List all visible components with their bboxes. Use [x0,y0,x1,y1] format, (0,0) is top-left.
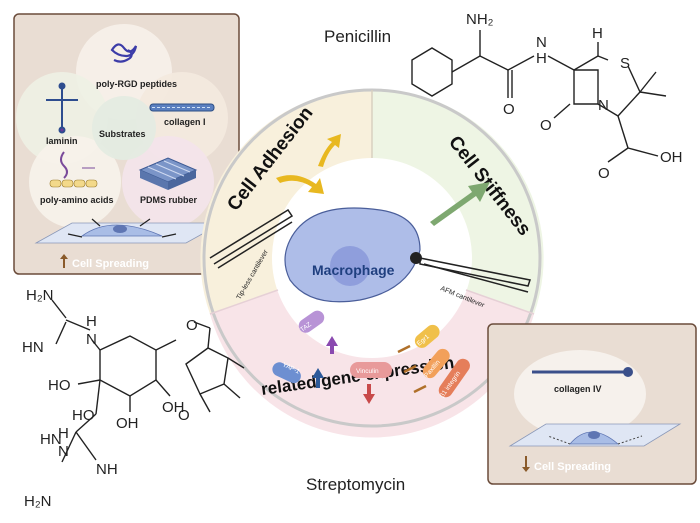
strep-hn-bottom: HN [40,431,62,448]
strep-nh: NH [96,461,118,478]
strep-o-ring: O [178,407,190,424]
substrates-label: Substrates [99,129,146,139]
penicillin-s: S [620,55,630,72]
penicillin-o-acid: O [598,165,610,182]
strep-h2n-bottom: H₂N [24,493,52,510]
penicillin-o-lactam: O [540,117,552,134]
macrophage-nucleus [330,246,370,286]
spreading-cell-icon [34,218,224,244]
laminin-icon [46,82,78,134]
strep-ho-2: HO [72,407,95,424]
cell-spreading-down-arrow-icon [522,456,530,472]
strep-h2n-top: H₂N [26,287,54,304]
cell-spreading-up-label: Cell Spreading [72,258,149,270]
strep-h-bottom: H [58,425,69,442]
collagen-iv-label: collagen IV [554,384,602,394]
strep-h-nh-top: H [86,313,97,330]
poly-amino-acids-label: poly-amino acids [40,195,114,205]
cell-spreading-down-label: Cell Spreading [534,461,611,473]
penicillin-o-amide: O [503,101,515,118]
poly-rgd-label: poly-RGD peptides [96,79,177,89]
vinculin-down-arrow-icon [363,384,375,404]
strep-oh-2: OH [116,415,139,432]
penicillin-oh: OH [660,149,683,166]
tipless-cantilever-icon [209,208,294,269]
penicillin-h-left: H [536,50,547,67]
laminin-label: laminin [46,136,78,146]
stiffness-arrow-icon [430,182,490,226]
strep-n-bottom: N [58,443,69,460]
strep-o: O [186,317,198,334]
streptomycin-structure: Streptomycin H₂N HN H N HO OH [22,287,405,510]
penicillin-title: Penicillin [324,27,391,46]
gene-egr1: Egr1 [414,324,440,348]
cell-spreading-up-arrow-icon [60,254,68,268]
taz-up-arrow-icon [326,336,338,354]
collagen-iv-icon [532,367,633,377]
gene-vinculin-label: Vinculin [356,368,379,375]
adhesion-arrows-icon [276,134,341,194]
gene-down-arrows-icon [397,344,427,394]
penicillin-n-ring: N [598,97,609,114]
afm-cantilever-icon [410,252,531,293]
rgd-peptide-icon [110,43,138,63]
collagen-i-icon [149,103,215,112]
penicillin-structure: Penicillin NH₂ H N H S [324,11,683,182]
collagen-i-label: collagen I [164,117,206,127]
collagen-iv-panel: collagen IV Cell Spreading [487,323,697,485]
penicillin-nh2: NH₂ [466,11,494,28]
shrunken-cell-icon [508,423,682,447]
substrates-bubble [92,96,156,160]
yap1-up-arrow-icon [312,368,324,388]
macrophage-label: Macrophage [312,262,395,278]
gene-taz: TAZ [298,310,325,334]
central-circle: Cell Adhesion Cell Stiffness related gen… [200,88,544,438]
strep-hn: HN [22,339,44,356]
pdms-rubber-label: PDMS rubber [140,195,198,205]
strep-oh-1: OH [162,399,185,416]
strep-n-top: N [86,331,97,348]
substrate-panel: poly-RGD peptides laminin collagen I Sub… [13,13,240,275]
penicillin-n-left: N [536,34,547,51]
gene-vinculin: Vinculin [350,362,392,378]
streptomycin-title: Streptomycin [306,475,405,494]
amino-acid-chain-icon [49,151,98,188]
penicillin-h-top: H [592,25,603,42]
pdms-rubber-icon [138,157,198,190]
strep-ho-1: HO [48,377,71,394]
